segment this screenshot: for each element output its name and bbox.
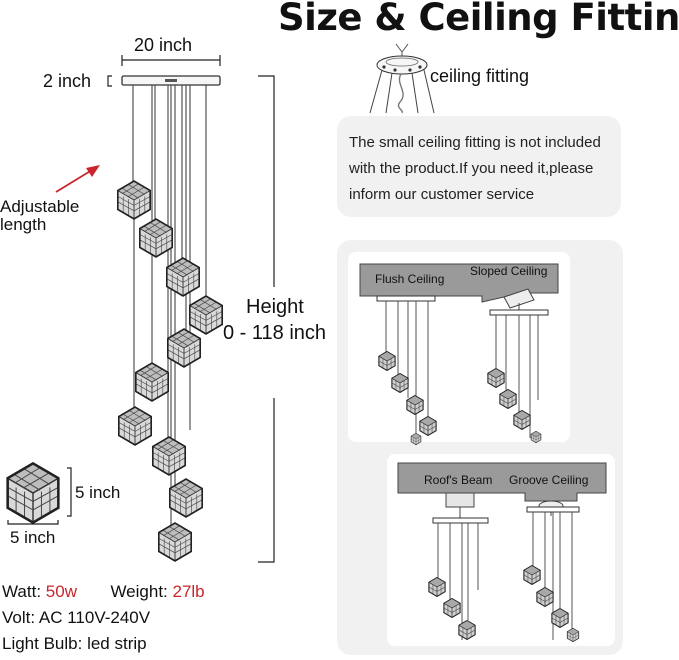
beam-mount [428, 492, 489, 640]
spec-volt: Volt: AC 110V-240V [2, 608, 151, 627]
height-value: 0 - 118 inch [223, 322, 327, 344]
sloped-mount [487, 288, 549, 443]
height-label: Height [246, 296, 304, 318]
canopy-height-bracket [107, 75, 112, 87]
page-title: Size & Ceiling Fitting [278, 0, 679, 39]
flush-ceiling-label: Flush Ceiling [375, 272, 445, 286]
adjustable-length-label: Adjustable length [0, 197, 80, 234]
ceiling-fitting-label: ceiling fitting [430, 66, 530, 86]
width-label: 20 inch [134, 35, 193, 55]
roof-beam-label: Roof's Beam [424, 473, 493, 487]
watt-value: 50w [45, 582, 77, 601]
groove-ceiling-label: Groove Ceiling [509, 473, 589, 487]
ceiling-fitting-icon [369, 43, 435, 114]
weight-value: 27lb [172, 582, 205, 601]
adjustable-arrow-icon [55, 169, 93, 193]
sloped-ceiling-label: Sloped Ceiling [470, 264, 548, 278]
shade-width-label: 5 inch [10, 528, 56, 547]
spec-watt-weight: Watt: 50w Weight: 27lb [2, 582, 205, 601]
shade-height-label: 5 inch [75, 483, 121, 502]
height-bracket [258, 75, 275, 563]
flush-mount [376, 295, 437, 445]
groove-mount [523, 500, 580, 642]
fitting-note: The small ceiling fitting is not include… [337, 116, 621, 217]
spec-light-bulb: Light Bulb: led strip [2, 634, 147, 653]
canopy-height-label: 2 inch [43, 71, 92, 91]
beam-groove-ceiling-shape [397, 462, 607, 502]
